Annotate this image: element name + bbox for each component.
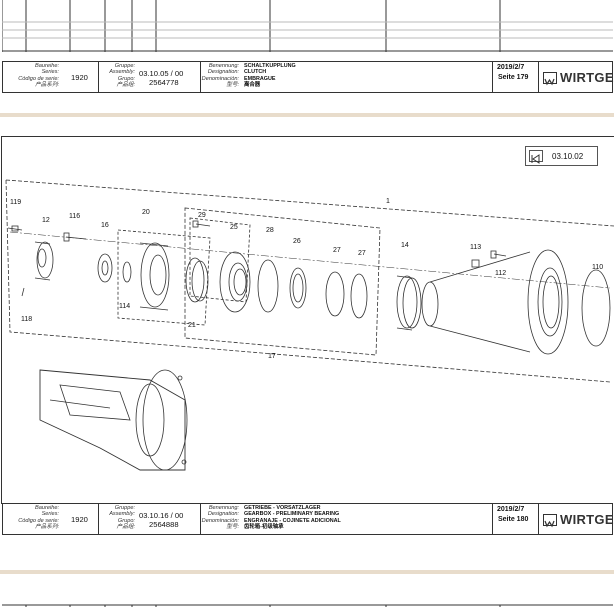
title-block-180: Baureihe: Series: Código de serie: 产品系列:… [2, 503, 614, 535]
drawing-frame [1, 136, 614, 504]
title-block-179: Baureihe: Series: Código de serie: 产品系列:… [2, 61, 614, 93]
callout-16: 16 [101, 222, 109, 229]
label: Designation: [207, 69, 239, 76]
callout-116: 116 [69, 213, 80, 220]
label: Series: [41, 69, 59, 76]
date-page-cell: 2019/2/7 Seite 179 [493, 62, 539, 92]
brand-logo: WIRTGEN [560, 70, 614, 85]
designation-en: CLUTCH [244, 69, 267, 76]
label: Grupo: [117, 75, 135, 82]
designation-de: GETRIEBE - VORSATZLAGER [244, 505, 321, 511]
brand-logo: WIRTGEN [560, 512, 614, 527]
grupo-value: 2564888 [149, 520, 179, 529]
label: Baureihe: [35, 505, 59, 511]
label: Benennung: [208, 63, 239, 69]
callout-14: 14 [401, 242, 409, 249]
grupo-value: 2564778 [149, 78, 179, 87]
series-value: 1920 [71, 515, 88, 524]
label: Gruppe: [114, 63, 135, 69]
designation-zh: 齿轮箱-初级轴承 [244, 524, 284, 531]
callout-113: 113 [470, 244, 481, 251]
label: Baureihe: [35, 63, 59, 69]
wirtgen-logo-icon [543, 72, 557, 86]
callout-114: 114 [119, 303, 130, 310]
callout-labels: 119 12 116 16 20 29 25 28 26 27 27 1 14 … [10, 198, 603, 360]
callout-12: 12 [42, 217, 50, 224]
callout-112: 112 [495, 270, 506, 277]
callout-118: 118 [21, 316, 32, 323]
designation-en: GEARBOX - PRELIMINARY BEARING [244, 511, 340, 518]
callout-119: 119 [10, 199, 21, 206]
designation-cell: Benennung: Designation: Denominación: 型号… [201, 62, 493, 92]
label: Assembly: [109, 69, 135, 76]
date-page-cell: 2019/2/7 Seite 180 [493, 504, 539, 534]
date: 2019/2/7 [497, 64, 525, 71]
reference-link[interactable]: 03.10.02 [525, 146, 598, 166]
series-cell: Baureihe: Series: Código de serie: 产品系列:… [3, 504, 99, 534]
back-arrow-icon[interactable] [529, 150, 543, 164]
wirtgen-logo-icon [543, 514, 557, 528]
next-page-table [2, 604, 613, 607]
label: 产品组: [116, 524, 135, 531]
page-separator [0, 570, 614, 574]
label: Denominación: [201, 75, 239, 82]
label: Gruppe: [114, 505, 135, 511]
label: 产品组: [116, 82, 135, 89]
reference-number[interactable]: 03.10.02 [552, 152, 584, 161]
group-cell: Gruppe: Assembly: Grupo: 产品组: 03.10.05 /… [99, 62, 201, 92]
date: 2019/2/7 [497, 506, 525, 513]
page-separator [0, 113, 614, 117]
designation-de: SCHALTKUPPLUNG [244, 63, 296, 69]
label: 产品系列: [35, 82, 59, 89]
label: Assembly: [109, 511, 135, 518]
label: 型号: [226, 82, 239, 89]
callout-27: 27 [333, 247, 341, 254]
callout-28: 28 [266, 227, 274, 234]
group-value: 03.10.05 / 00 [139, 69, 184, 78]
callout-110: 110 [592, 264, 603, 271]
designation-es: EMBRAGUE [244, 75, 276, 82]
designation-es: ENGRANAJE - COJINETE ADICIONAL [244, 517, 341, 524]
callout-21: 21 [188, 322, 196, 329]
exploded-view-drawing: 119 12 116 16 20 29 25 28 26 27 27 1 14 … [5, 179, 614, 471]
series-cell: Baureihe: Series: Código de serie: 产品系列:… [3, 62, 99, 92]
label: Grupo: [117, 517, 135, 524]
callout-20: 20 [142, 209, 150, 216]
callout-29: 29 [198, 212, 206, 219]
designation-zh: 离合器 [244, 82, 261, 89]
series-value: 1920 [71, 73, 88, 82]
label: Código de serie: [18, 75, 59, 82]
group-value: 03.10.16 / 00 [139, 511, 184, 520]
label: 产品系列: [35, 524, 59, 531]
label: Designation: [207, 511, 239, 518]
label: 型号: [226, 524, 239, 531]
group-cell: Gruppe: Assembly: Grupo: 产品组: 03.10.16 /… [99, 504, 201, 534]
page-number: Seite 180 [498, 516, 529, 523]
callout-17: 17 [268, 353, 276, 360]
label: Benennung: [208, 505, 239, 511]
callout-25: 25 [230, 224, 238, 231]
label: Denominación: [201, 517, 239, 524]
label: Series: [41, 511, 59, 518]
callout-27b: 27 [358, 250, 366, 257]
label: Código de serie: [18, 517, 59, 524]
callout-26: 26 [293, 238, 301, 245]
previous-page-table [2, 0, 613, 52]
callout-1: 1 [386, 198, 390, 205]
designation-cell: Benennung: Designation: Denominación: 型号… [201, 504, 493, 534]
page-number: Seite 179 [498, 74, 529, 81]
